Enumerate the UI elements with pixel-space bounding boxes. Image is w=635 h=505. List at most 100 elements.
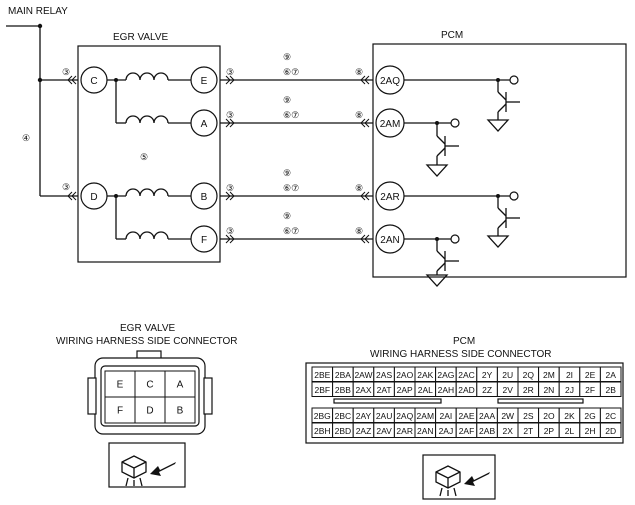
svg-text:D: D (90, 192, 97, 203)
svg-text:A: A (201, 119, 208, 130)
pcm-connector-pin-2bf: 2BF (311, 381, 334, 397)
pcm-connector-pin-2m: 2M (538, 366, 560, 382)
svg-text:2AN: 2AN (380, 235, 399, 246)
svg-text:2AQ: 2AQ (380, 76, 400, 87)
callout-3-d: ③ (62, 182, 70, 192)
pcm-connector-pin-2l: 2L (558, 422, 581, 438)
pcm-connector-title-1: PCM (453, 336, 475, 347)
pcm-connector-pin-2ad: 2AD (455, 381, 478, 397)
pcm-connector-pin-2a: 2A (599, 366, 622, 382)
connector-mark-d (67, 191, 77, 201)
egr-connector-pin-a: A (164, 370, 196, 398)
svg-text:2AZ: 2AZ (356, 426, 372, 436)
egr-connector-pin-b: B (164, 396, 196, 424)
connector-mark-b (225, 191, 235, 201)
transistor-driver-2an-icon (404, 234, 460, 287)
pcm-connector-pin-2ak: 2AK (414, 366, 437, 382)
pcm-connector-pin-2au: 2AU (373, 407, 395, 423)
pcm-connector-pin-2z: 2Z (476, 381, 498, 397)
pcm-connector-pin-2h: 2H (579, 422, 601, 438)
connector-mark-2an (360, 234, 370, 244)
svg-text:2P: 2P (544, 426, 555, 436)
pcm-connector-pin-2d: 2D (599, 422, 622, 438)
pcm-connector-pin-2f: 2F (579, 381, 601, 397)
callout-67-a: ⑥⑦ (283, 110, 299, 120)
svg-text:F: F (117, 406, 123, 417)
svg-text:2L: 2L (565, 426, 575, 436)
svg-text:2BF: 2BF (315, 385, 331, 395)
transistor-driver-2am-icon (404, 118, 460, 177)
pcm-connector-pin-2k: 2K (558, 407, 581, 423)
egr-pin-b: B (190, 182, 218, 210)
connector-mark-a (225, 118, 235, 128)
pcm-connector-pin-2o: 2O (538, 407, 560, 423)
svg-text:2AH: 2AH (438, 385, 455, 395)
pcm-connector-pin-2ay: 2AY (352, 407, 375, 423)
svg-text:2BH: 2BH (314, 426, 331, 436)
pcm-connector-pin-2ai: 2AI (435, 407, 457, 423)
callout-5: ⑤ (140, 152, 148, 162)
pcm-connector-pin-2bd: 2BD (332, 422, 354, 438)
svg-text:2Q: 2Q (523, 370, 535, 380)
pcm-connector-pin-2s: 2S (517, 407, 540, 423)
svg-text:2BE: 2BE (314, 370, 330, 380)
callout-3-e: ③ (226, 67, 234, 77)
pcm-connector-pin-2i: 2I (558, 366, 581, 382)
callout-9-f: ⑨ (283, 211, 291, 221)
svg-text:2Y: 2Y (482, 370, 493, 380)
callout-3-c: ③ (62, 67, 70, 77)
svg-text:2AI: 2AI (440, 411, 453, 421)
coil-db-icon (125, 188, 169, 197)
junction-dot-d (114, 194, 118, 198)
coil-ca-icon (125, 115, 169, 124)
pcm-body (372, 43, 627, 278)
pcm-connector-pin-2an: 2AN (414, 422, 437, 438)
pcm-connector-pin-2ag: 2AG (435, 366, 457, 382)
junction-dot-c (114, 78, 118, 82)
pcm-connector-pin-2c: 2C (599, 407, 622, 423)
pcm-connector-pin-2v: 2V (496, 381, 519, 397)
svg-text:2AE: 2AE (458, 411, 474, 421)
egr-pin-f: F (190, 225, 218, 253)
svg-text:2AG: 2AG (437, 370, 454, 380)
svg-text:2I: 2I (566, 370, 573, 380)
pcm-pin-2an: 2AN (375, 224, 405, 254)
connector-mark-2aq (360, 75, 370, 85)
svg-text:2AM: 2AM (380, 119, 401, 130)
pcm-connector-pin-2ba: 2BA (332, 366, 354, 382)
callout-9-b: ⑨ (283, 168, 291, 178)
pcm-connector-pin-2e: 2E (579, 366, 601, 382)
pcm-connector-pin-2ar: 2AR (393, 422, 416, 438)
pcm-pin-2ar: 2AR (375, 181, 405, 211)
svg-text:2X: 2X (502, 426, 513, 436)
svg-text:2AF: 2AF (459, 426, 475, 436)
svg-text:2AV: 2AV (376, 426, 392, 436)
pcm-connector-pin-2t: 2T (517, 422, 540, 438)
pcm-connector-pin-2at: 2AT (373, 381, 395, 397)
callout-8-a: ⑧ (355, 110, 363, 120)
pcm-connector-key-right (497, 398, 584, 404)
egr-connector-pin-c: C (134, 370, 166, 398)
pcm-connector-pin-2be: 2BE (311, 366, 334, 382)
svg-text:2BA: 2BA (335, 370, 351, 380)
svg-text:2H: 2H (585, 426, 596, 436)
pcm-connector-title-2: WIRING HARNESS SIDE CONNECTOR (370, 349, 552, 360)
callout-3-b: ③ (226, 183, 234, 193)
pcm-connector-pin-2y: 2Y (476, 366, 498, 382)
svg-text:2AQ: 2AQ (396, 411, 413, 421)
pcm-title: PCM (441, 30, 463, 41)
pcm-connector-pin-2aa: 2AA (476, 407, 498, 423)
callout-8-f: ⑧ (355, 226, 363, 236)
svg-text:2N: 2N (543, 385, 554, 395)
svg-text:F: F (201, 235, 207, 246)
callout-9-e: ⑨ (283, 52, 291, 62)
transistor-driver-2aq-icon (404, 75, 520, 132)
coil-ce-icon (125, 72, 169, 81)
egr-valve-title: EGR VALVE (113, 32, 169, 43)
callout-3-f: ③ (226, 226, 234, 236)
svg-text:2O: 2O (543, 411, 555, 421)
callout-3-a: ③ (226, 110, 234, 120)
svg-text:2W: 2W (501, 411, 514, 421)
